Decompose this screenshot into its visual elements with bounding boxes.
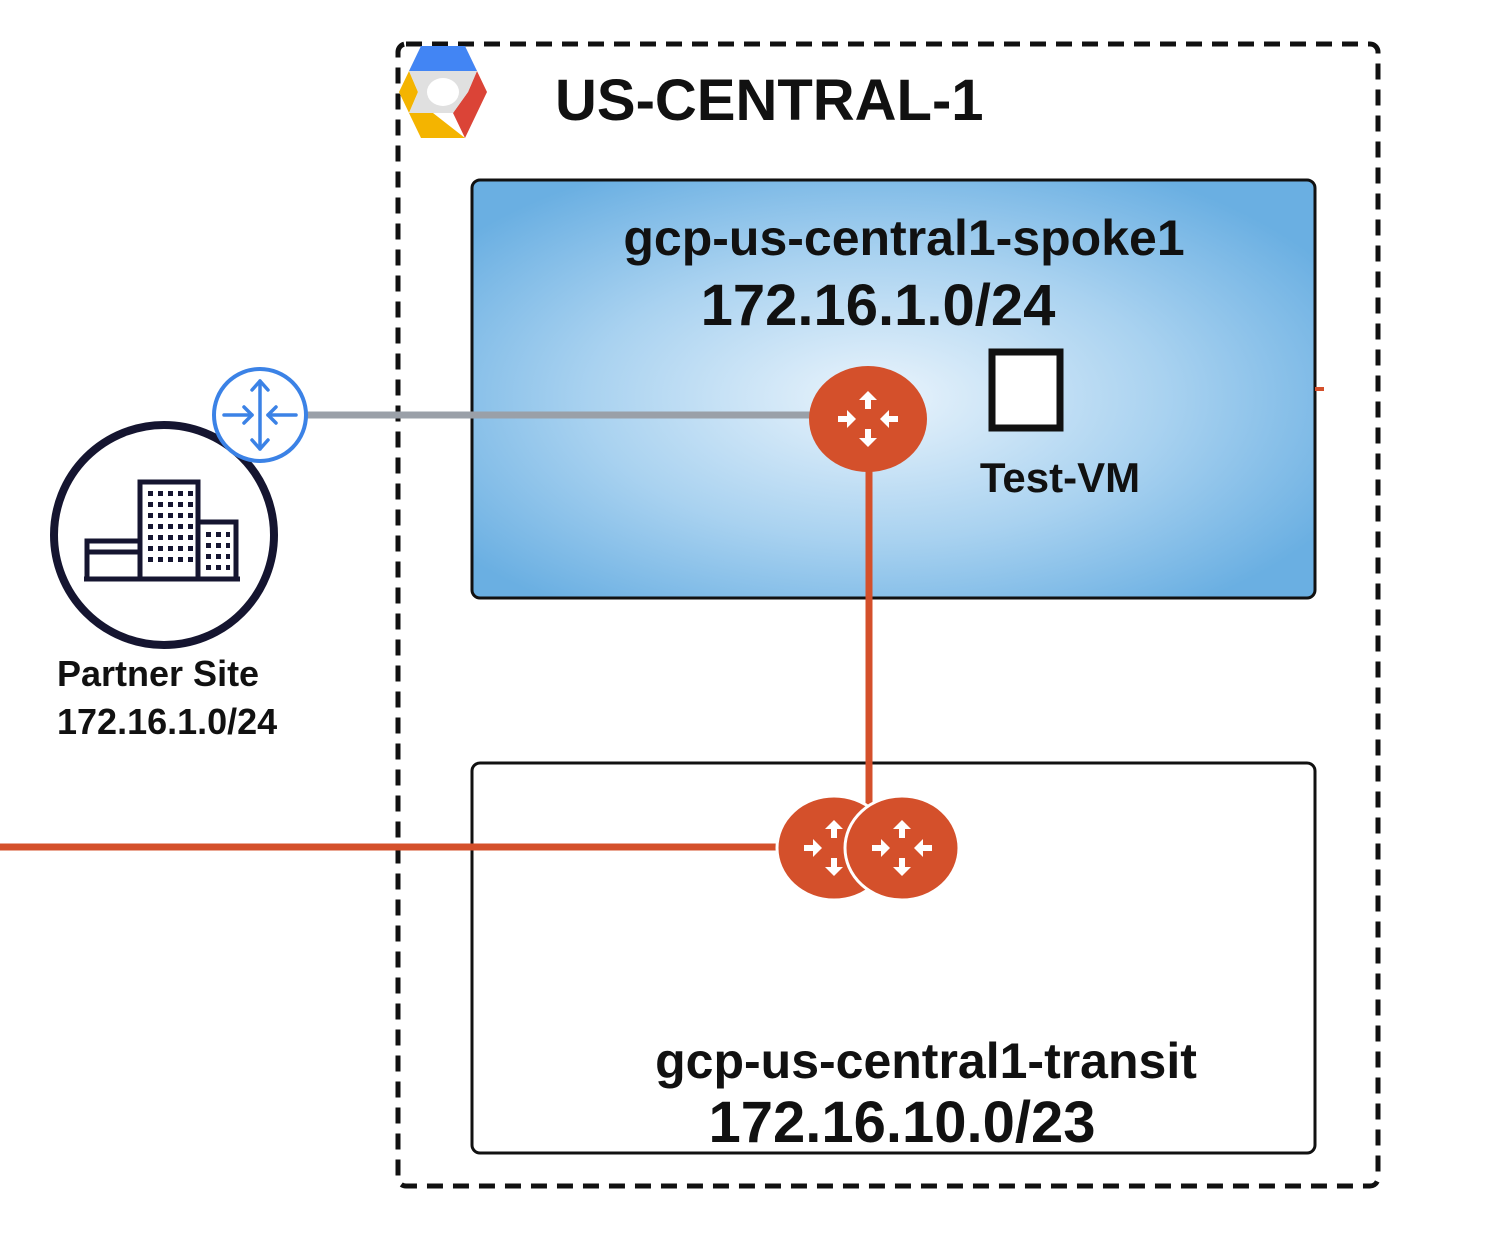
partner-site-label: Partner Site	[57, 653, 259, 694]
test-vm-label: Test-VM	[980, 454, 1140, 501]
partner-site-cidr: 172.16.1.0/24	[57, 701, 277, 742]
spoke-vpc-cidr: 172.16.1.0/24	[701, 273, 1056, 338]
transit-router-b-icon[interactable]	[843, 794, 961, 902]
region-boundary	[395, 41, 1381, 1189]
vpn-gateway-icon[interactable]	[212, 367, 308, 463]
transit-vpc-name: gcp-us-central1-transit	[655, 1033, 1197, 1089]
spoke-router-icon[interactable]	[809, 366, 927, 472]
transit-vpc-box[interactable]	[470, 761, 1317, 1155]
transit-router-pair-icon[interactable]	[775, 794, 961, 902]
transit-vpc-cidr: 172.16.10.0/23	[708, 1090, 1095, 1155]
spoke-vpc-name: gcp-us-central1-spoke1	[623, 210, 1184, 266]
test-vm-icon[interactable]	[988, 348, 1064, 432]
region-label: US-CENTRAL-1	[555, 68, 984, 133]
office-building-icon	[50, 421, 278, 649]
google-cloud-logo-icon	[399, 46, 487, 138]
